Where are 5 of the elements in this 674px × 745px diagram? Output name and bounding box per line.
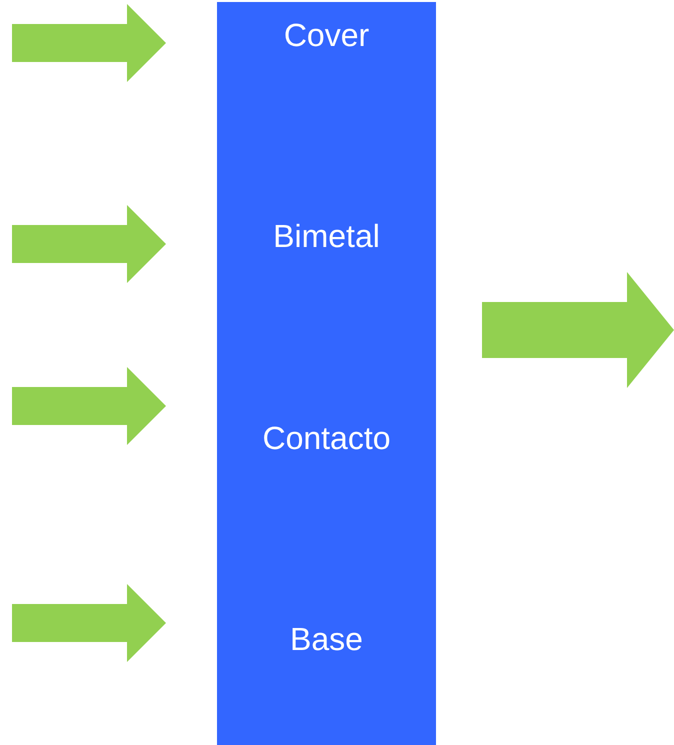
part-label: Cover: [282, 16, 370, 55]
part-label: Contacto: [261, 419, 392, 458]
part-label: Bimetal: [272, 217, 381, 256]
part-label: Base: [289, 620, 364, 659]
component-bar: [217, 2, 436, 745]
